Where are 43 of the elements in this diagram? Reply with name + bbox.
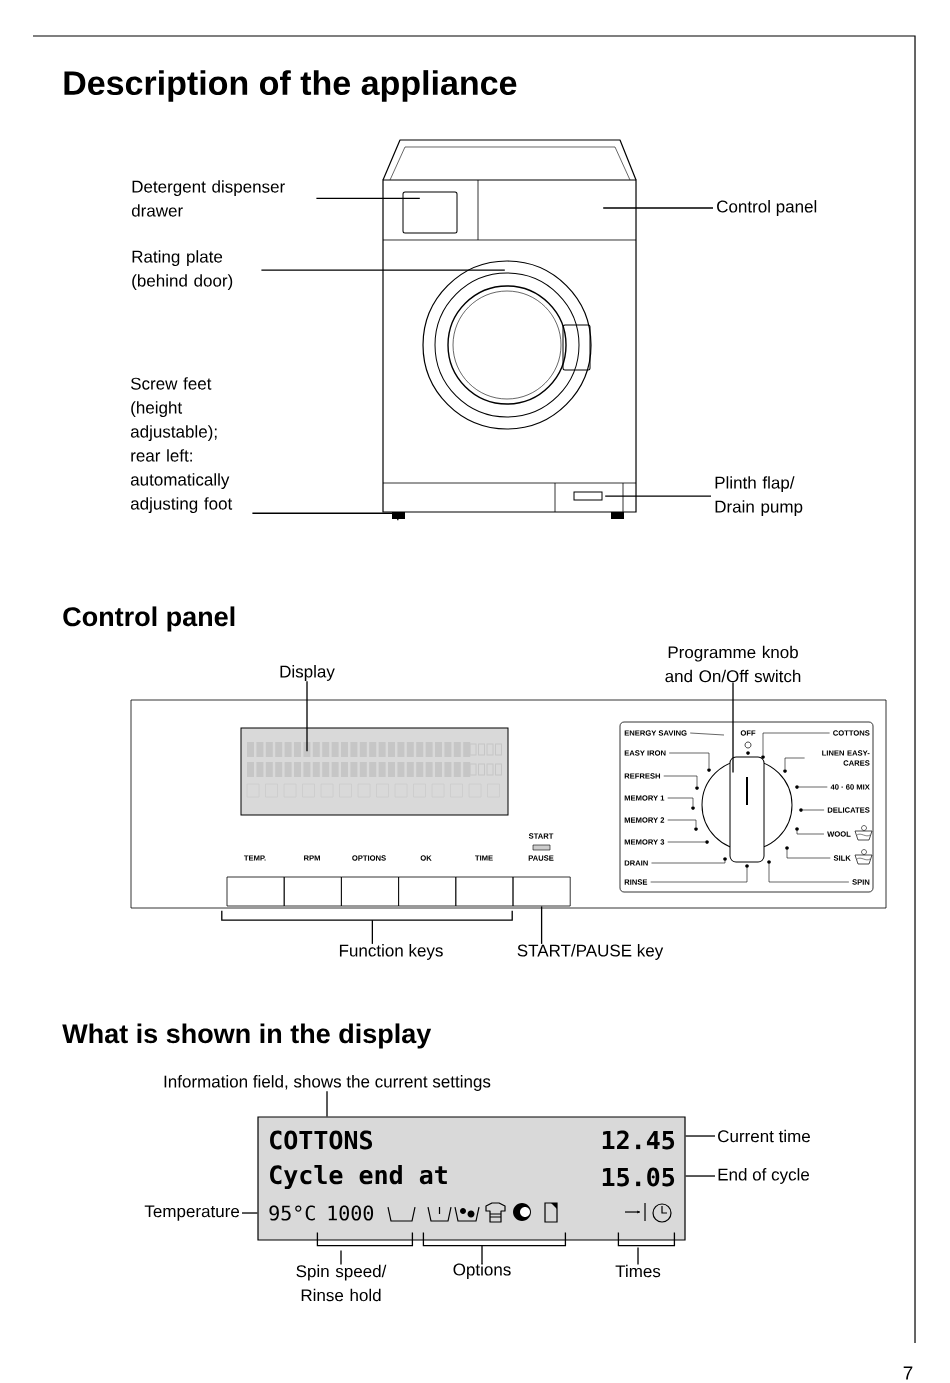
callout-label: Screw feet (height adjustable); rear left: automatically adjusting foot (130, 377, 233, 514)
title: Description of the appliance (64, 70, 517, 102)
display-text: 95°C (269, 1205, 315, 1221)
leader-line (315, 197, 421, 200)
callout-label: Spin speed/ Rinse hold (296, 1264, 387, 1302)
callout-label: End of cycle (718, 1168, 810, 1184)
key-button (512, 876, 571, 907)
leader-line (316, 1231, 414, 1266)
display-text: 1000 (328, 1205, 374, 1221)
callout-label: START/PAUSE key (517, 944, 664, 960)
callout-label: Temperature (144, 1205, 240, 1221)
leader-line (422, 1231, 567, 1264)
callout-label: Control panel (717, 200, 817, 216)
callout-label: Programme knob and On/Off switch (665, 645, 801, 683)
leader-line (732, 681, 734, 774)
callout-label: Times (615, 1264, 661, 1278)
display-text: COTTONS (270, 1130, 373, 1150)
leader-line (540, 905, 543, 945)
washing-machine-drawing (382, 139, 637, 519)
display-text: Cycle end at (270, 1164, 447, 1190)
key-button (398, 876, 457, 907)
callout-label: Current time (718, 1129, 810, 1143)
section-heading: Control panel (63, 606, 235, 632)
key-button (226, 876, 285, 907)
key-button (283, 876, 342, 907)
callout-label: Information field, shows the current settings (164, 1075, 491, 1091)
callout-label: Plinth flap/ Drain pump (715, 476, 803, 517)
leader-line (617, 1231, 676, 1266)
bracket (221, 910, 513, 921)
callout-label: Rating plate (behind door) (132, 250, 233, 291)
section-heading: What is shown in the display (62, 1023, 432, 1049)
key-button (341, 876, 399, 907)
callout-label: Options (453, 1263, 511, 1279)
callout-label: Function keys (339, 944, 443, 960)
callout-label: Detergent dispenser drawer (131, 180, 285, 217)
leader-line (326, 1090, 328, 1118)
leader-line (260, 269, 506, 271)
display-text: 12.45 (602, 1130, 675, 1150)
key-button (455, 876, 514, 907)
callout-label: Display (280, 665, 335, 681)
page-number: 7 (903, 1366, 913, 1380)
display-text: 15.05 (602, 1167, 675, 1187)
leader-line (306, 680, 308, 752)
